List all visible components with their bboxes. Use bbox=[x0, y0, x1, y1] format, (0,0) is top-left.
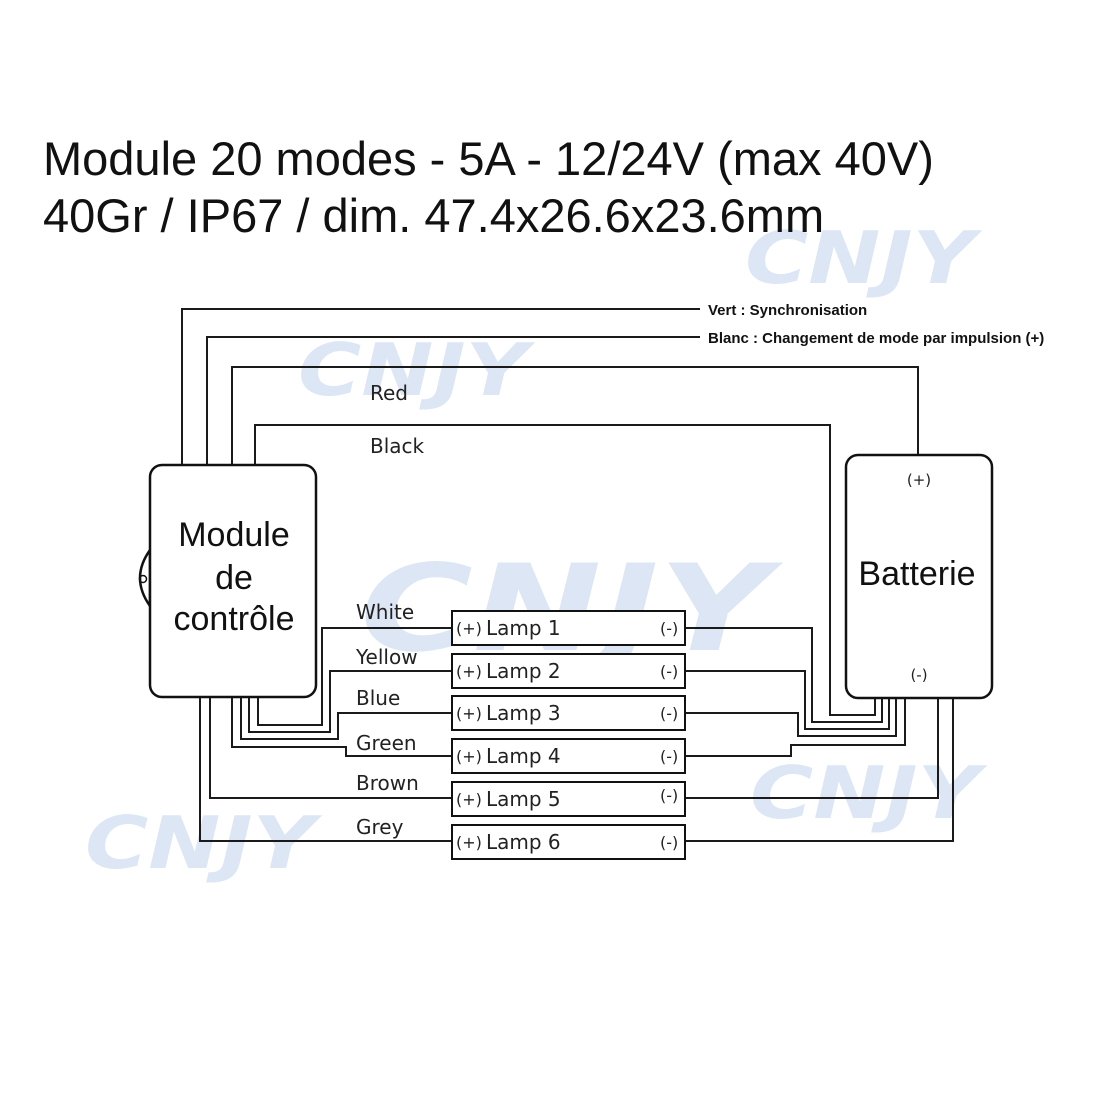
white-mode-wire bbox=[206, 336, 700, 465]
lamp-minus-terminal: (-) bbox=[660, 619, 678, 638]
module-label-line-1: Module bbox=[178, 516, 290, 554]
lamp-minus-terminal: (-) bbox=[660, 704, 678, 723]
black-wire bbox=[254, 424, 876, 716]
lamp-box bbox=[451, 738, 686, 774]
lamp2-return-wire bbox=[685, 670, 890, 730]
lamp-box bbox=[451, 824, 686, 860]
note-green-sync: Vert : Synchronisation bbox=[708, 302, 867, 319]
lamp3-return-wire bbox=[685, 698, 897, 737]
wire-label-red: Red bbox=[370, 381, 408, 405]
module-label-line-2: de bbox=[215, 559, 253, 597]
watermark-logo: CNJY bbox=[298, 328, 536, 412]
watermark-logo: CNJY bbox=[750, 751, 988, 835]
yellow-lamp-wire bbox=[248, 670, 452, 733]
wire-label-green: Green bbox=[356, 731, 417, 755]
lamp-minus-terminal: (-) bbox=[660, 786, 678, 805]
lamp-5: (+) Lamp 5 (-) bbox=[451, 781, 686, 817]
blue-lamp-wire bbox=[240, 697, 452, 740]
lamp4-return-wire bbox=[685, 698, 906, 757]
lamp-name: Lamp 1 bbox=[486, 616, 561, 640]
lamp-plus-terminal: (+) bbox=[456, 833, 482, 852]
lamp-box bbox=[451, 695, 686, 731]
module-label-line-3: contrôle bbox=[174, 600, 295, 638]
lamp-name: Lamp 3 bbox=[486, 701, 561, 725]
lamp-plus-terminal: (+) bbox=[456, 747, 482, 766]
lamp-box bbox=[451, 610, 686, 646]
wire-label-brown: Brown bbox=[356, 771, 419, 795]
title-line-2: 40Gr / IP67 / dim. 47.4x26.6x23.6mm bbox=[43, 189, 824, 242]
battery-label: Batterie bbox=[858, 555, 975, 593]
green-lamp-wire bbox=[231, 697, 452, 757]
lamp-minus-terminal: (-) bbox=[660, 662, 678, 681]
red-wire bbox=[231, 366, 919, 465]
battery-box bbox=[844, 453, 994, 700]
lamp-3: (+) Lamp 3 (-) bbox=[451, 695, 686, 731]
lamp-plus-terminal: (+) bbox=[456, 704, 482, 723]
lamp-minus-terminal: (-) bbox=[660, 747, 678, 766]
lamp-minus-terminal: (-) bbox=[660, 833, 678, 852]
lamp1-return-wire bbox=[685, 627, 883, 723]
brown-lamp-wire bbox=[209, 697, 452, 799]
grey-lamp-wire bbox=[199, 697, 452, 842]
module-side-knob bbox=[138, 546, 152, 610]
wire-label-grey: Grey bbox=[356, 815, 404, 839]
lamp-name: Lamp 5 bbox=[486, 787, 561, 811]
watermark-logo: CNJY bbox=[745, 216, 983, 300]
battery-plus-terminal: (+) bbox=[907, 471, 931, 489]
watermark-logo: CNJY bbox=[85, 801, 323, 885]
note-white-mode: Blanc : Changement de mode par impulsion… bbox=[708, 330, 1044, 347]
lamp-name: Lamp 4 bbox=[486, 744, 561, 768]
lamp-name: Lamp 6 bbox=[486, 830, 561, 854]
lamp-box bbox=[451, 653, 686, 689]
wire-label-black: Black bbox=[370, 434, 425, 458]
lamp-2: (+) Lamp 2 (-) bbox=[451, 653, 686, 689]
lamp-1: (+) Lamp 1 (-) bbox=[451, 610, 686, 646]
green-sync-wire bbox=[181, 308, 700, 465]
lamp-plus-terminal: (+) bbox=[456, 619, 482, 638]
lamp-6: (+) Lamp 6 (-) bbox=[451, 824, 686, 860]
lamp-4: (+) Lamp 4 (-) bbox=[451, 738, 686, 774]
module-knob-dot bbox=[138, 574, 148, 584]
lamp5-return-wire bbox=[685, 698, 939, 799]
control-module-box bbox=[148, 463, 318, 699]
lamp-name: Lamp 2 bbox=[486, 659, 561, 683]
wire-label-yellow: Yellow bbox=[355, 645, 418, 669]
wire-label-blue: Blue bbox=[356, 686, 400, 710]
lamp6-return-wire bbox=[685, 698, 954, 842]
wire-label-white: White bbox=[356, 600, 414, 624]
lamp-plus-terminal: (+) bbox=[456, 662, 482, 681]
title-line-1: Module 20 modes - 5A - 12/24V (max 40V) bbox=[43, 132, 934, 185]
lamp-box bbox=[451, 781, 686, 817]
white-lamp-wire bbox=[257, 627, 452, 726]
lamp-plus-terminal: (+) bbox=[456, 790, 482, 809]
battery-minus-terminal: (-) bbox=[910, 666, 927, 684]
